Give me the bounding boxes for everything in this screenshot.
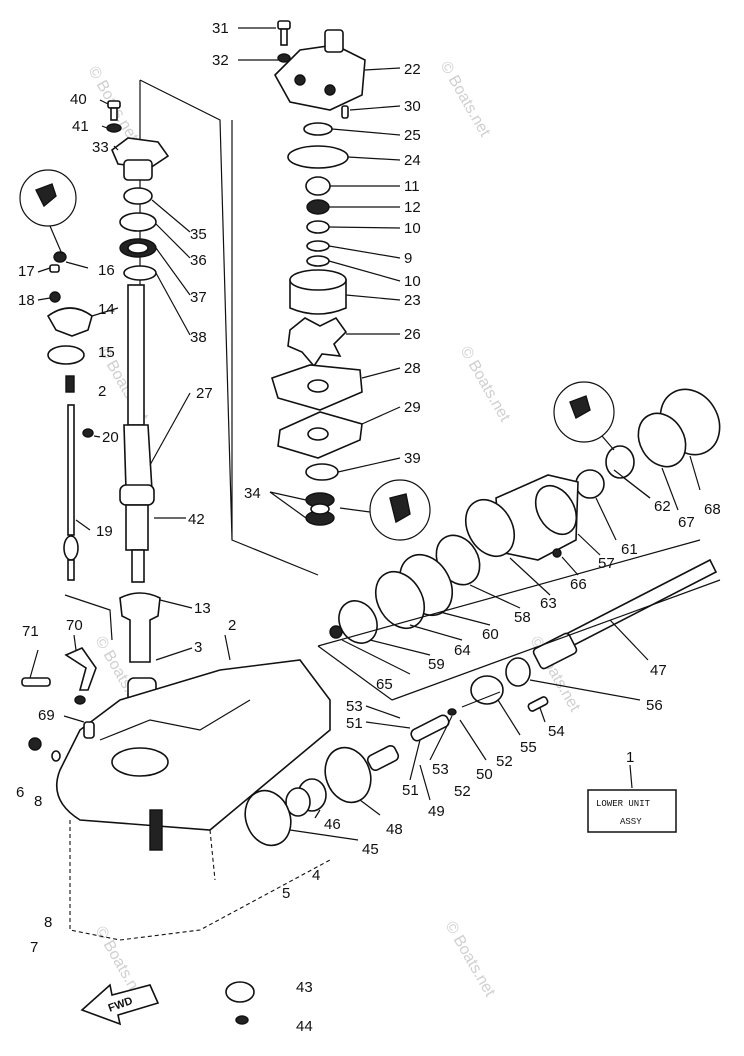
part-44 (235, 1015, 249, 1025)
callout: 23 (404, 292, 421, 309)
callout: 51 (346, 715, 363, 732)
callout: 64 (454, 642, 471, 659)
callout: 28 (404, 360, 421, 377)
callout: 2 (98, 383, 106, 400)
box-line-1: LOWER UNIT (596, 799, 651, 809)
callout: 27 (196, 385, 213, 402)
callout: 53 (346, 698, 363, 715)
leader-lines (29, 27, 701, 841)
callout: 58 (514, 609, 531, 626)
callout: 30 (404, 98, 421, 115)
callout: 5 (282, 885, 290, 902)
callout: 44 (296, 1018, 313, 1035)
callout: 19 (96, 523, 113, 540)
callout: 50 (476, 766, 493, 783)
callout: 31 (212, 20, 229, 37)
callout: 66 (570, 576, 587, 593)
callout: 63 (540, 595, 557, 612)
callout: 70 (66, 617, 83, 634)
water-pump-column (271, 20, 366, 526)
callout: 52 (496, 753, 513, 770)
callout: 65 (376, 676, 393, 693)
callout: 40 (70, 91, 87, 108)
callout: 42 (188, 511, 205, 528)
callout: 18 (18, 292, 35, 309)
callout: 49 (428, 803, 445, 820)
callout: 69 (38, 707, 55, 724)
callout: 71 (22, 623, 39, 640)
callout: 39 (404, 450, 421, 467)
callout: 13 (194, 600, 211, 617)
callout: 17 (18, 263, 35, 280)
callout: 56 (646, 697, 663, 714)
callout: 35 (190, 226, 207, 243)
prop-group-box (317, 539, 721, 701)
callout: 43 (296, 979, 313, 996)
callout-labels: 31 32 22 30 25 24 11 12 10 9 10 23 26 28… (16, 20, 721, 1035)
callout: 16 (98, 262, 115, 279)
callout: 32 (212, 52, 229, 69)
box-line-2: ASSY (620, 817, 642, 827)
callout: 59 (428, 656, 445, 673)
callout: 8 (44, 914, 52, 931)
callout: 62 (654, 498, 671, 515)
callout: 4 (312, 867, 320, 884)
lower-casing (21, 647, 331, 941)
callout: 36 (190, 252, 207, 269)
callout: 26 (404, 326, 421, 343)
callout: 45 (362, 841, 379, 858)
callout: 48 (386, 821, 403, 838)
callout: 2 (228, 617, 236, 634)
callout: 15 (98, 344, 115, 361)
callout: 10 (404, 273, 421, 290)
callout: 24 (404, 152, 421, 169)
callout: 61 (621, 541, 638, 558)
callout: 22 (404, 61, 421, 78)
callout: 47 (650, 662, 667, 679)
callout: 25 (404, 127, 421, 144)
detail-inset-1 (19, 169, 77, 255)
callout: 14 (98, 301, 115, 318)
callout: 7 (30, 939, 38, 956)
callout: 51 (402, 782, 419, 799)
prop-shaft-assembly (244, 388, 721, 847)
callout: 34 (244, 485, 261, 502)
housing-left-edge (64, 594, 113, 641)
callout: 54 (548, 723, 565, 740)
callout: 57 (598, 555, 615, 572)
callout: 55 (520, 739, 537, 756)
callout: 38 (190, 329, 207, 346)
callout: 12 (404, 199, 421, 216)
watermark-8: © Boats.net (442, 919, 499, 1001)
callout: 41 (72, 118, 89, 135)
part-43 (225, 981, 255, 1003)
callout: 37 (190, 289, 207, 306)
callout: 8 (34, 793, 42, 810)
drive-shaft-column (46, 100, 170, 711)
watermark-2: © Boats.net (437, 59, 494, 141)
callout: 68 (704, 501, 721, 518)
callout: 1 (626, 749, 634, 766)
watermark-4: © Boats.net (457, 344, 514, 426)
callout: 10 (404, 220, 421, 237)
callout: 33 (92, 139, 109, 156)
callout: 11 (404, 178, 420, 195)
callout: 52 (454, 783, 471, 800)
fwd-arrow: FWD (80, 983, 160, 1026)
detail-inset-2 (553, 381, 615, 451)
callout: 67 (678, 514, 695, 531)
callout: 53 (432, 761, 449, 778)
detail-inset-3 (339, 479, 431, 541)
callout: 6 (16, 784, 24, 801)
callout: 3 (194, 639, 202, 656)
callout: 60 (482, 626, 499, 643)
callout: 46 (324, 816, 341, 833)
callout: 20 (102, 429, 119, 446)
callout: 29 (404, 399, 421, 416)
lower-unit-box: LOWER UNIT ASSY (587, 789, 677, 833)
callout: 9 (404, 250, 412, 267)
